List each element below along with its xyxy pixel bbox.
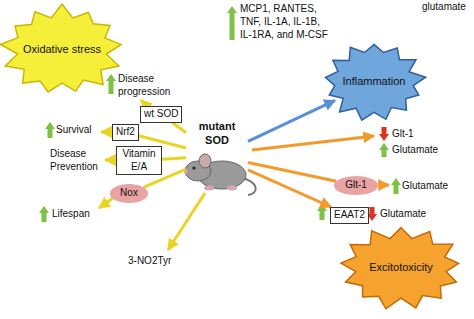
ellipse-shape [334,176,378,195]
starburst-shape [341,228,459,309]
starburst-shape [325,44,425,120]
effect-starburst: Excitotoxicity [338,226,464,310]
node-text: EAAT2 [334,209,365,222]
effect-starburst: Oxidative stress [0,4,124,96]
node-text: mutant SOD [197,120,237,148]
starburst-shape [0,4,121,92]
annotation-label: Glutamate [402,179,448,192]
factor-box: EAAT2 [330,207,369,224]
annotation-label: Glutamate [380,207,426,220]
effect-starburst: Inflammation [322,42,426,122]
annotation-label: Survival [56,123,92,136]
annotation-label: Disease Prevention [50,147,104,173]
factor-box: Vitamin E/A [116,146,162,175]
annotation-label: Glt-1 [392,127,414,140]
annotation-label: Lifespan [52,207,90,220]
node-text: Excitotoxicity [369,261,433,275]
node-text: Vitamin E/A [120,148,158,173]
factor-box: wt SOD [140,106,182,123]
decrease-arrow [367,127,389,221]
connector-arrow [248,100,335,141]
connector-arrow [248,170,331,207]
connector-arrow [162,158,186,159]
node-text: Glt-1 [345,179,367,192]
mouse-model: mutant SOD [186,120,248,192]
annotation-label: MCP1, RANTES, TNF, IL-1A, IL-1B, IL-1RA,… [240,2,332,41]
node-text: Oxidative stress [23,43,101,57]
mouse-figure [184,154,256,195]
connector-arrow [172,123,186,133]
annotation-label: glutamate [422,0,466,13]
node-text: wt SOD [144,108,178,121]
node-text: Nox [120,187,138,200]
knockout-ellipse: Nox [110,184,148,203]
annotation-label: Disease progression [118,72,178,98]
node-text: Inflammation [343,75,406,89]
factor-box: Nrf2 [112,124,139,141]
annotation-label: Glutamate [392,143,438,156]
connector-arrow [248,163,336,182]
pathway-arrow [99,100,389,250]
annotation-label: 3-NO2Tyr [128,254,171,267]
ellipse-shape [110,184,148,203]
knockout-ellipse: Glt-1 [334,176,378,195]
node-text: Nrf2 [116,126,135,139]
